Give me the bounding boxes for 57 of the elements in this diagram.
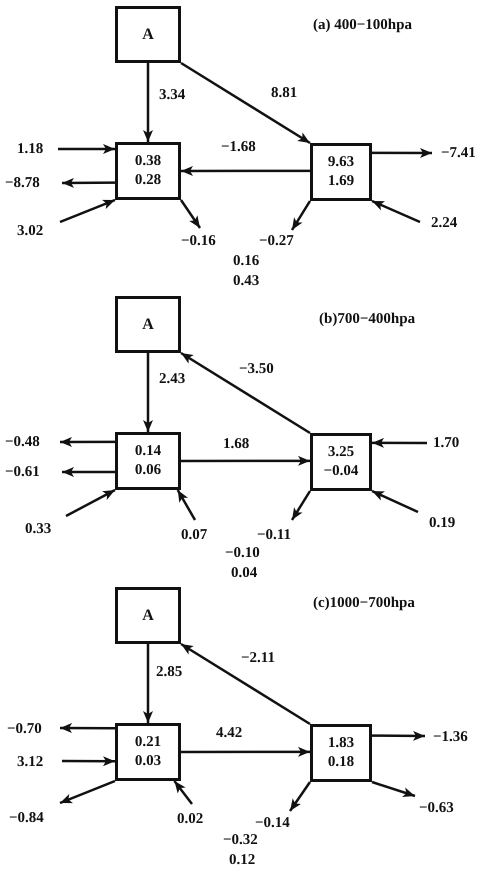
arrow xyxy=(180,642,311,726)
panel-title: (b)700−400hpa xyxy=(318,310,416,328)
arrow xyxy=(372,438,427,448)
box-value: 0.38 xyxy=(134,152,162,171)
process-box xyxy=(115,296,181,353)
arrow xyxy=(143,644,153,723)
box-value: 0.28 xyxy=(134,171,162,190)
arrow xyxy=(371,490,419,514)
arrow xyxy=(60,723,115,734)
arrow xyxy=(176,489,196,521)
arrow xyxy=(62,467,115,477)
box-value: A xyxy=(142,606,154,625)
arrow xyxy=(143,353,153,432)
box-value: 0.18 xyxy=(328,753,354,772)
process-box xyxy=(115,6,181,63)
process-box xyxy=(310,433,372,491)
arrow xyxy=(372,780,416,798)
box-value: 0.21 xyxy=(134,733,162,752)
panel-title: (c)1000−700hpa xyxy=(312,594,416,612)
box-value: 3.25 xyxy=(328,443,354,462)
box-value: 1.69 xyxy=(328,172,354,191)
process-box xyxy=(310,143,372,201)
box-value: 0.14 xyxy=(134,442,162,461)
arrow xyxy=(173,780,193,805)
arrow xyxy=(372,200,420,224)
arrow xyxy=(62,756,115,766)
box-value: A xyxy=(142,25,154,44)
process-box xyxy=(115,432,181,490)
arrow xyxy=(181,746,310,757)
arrow xyxy=(290,490,312,521)
arrow xyxy=(65,488,116,518)
box-value: 9.63 xyxy=(328,153,354,172)
arrow xyxy=(180,62,311,144)
box-value: −0.04 xyxy=(324,462,358,481)
arrow xyxy=(181,166,310,176)
arrow xyxy=(180,199,202,229)
box-value: 0.03 xyxy=(134,752,162,771)
process-box xyxy=(310,724,372,782)
arrow xyxy=(62,178,115,188)
arrow xyxy=(60,436,115,447)
arrow xyxy=(372,148,432,158)
box-value: 0.06 xyxy=(134,461,162,480)
panel-title: (a) 400−100hpa xyxy=(312,16,413,34)
box-value: A xyxy=(142,315,154,334)
arrow xyxy=(143,63,153,142)
arrow xyxy=(290,200,312,231)
process-box xyxy=(115,142,181,200)
arrow xyxy=(60,780,116,804)
box-value: 1.83 xyxy=(328,734,354,753)
arrow xyxy=(60,198,116,224)
arrow xyxy=(58,144,115,154)
arrow xyxy=(181,456,310,466)
arrow xyxy=(180,352,311,434)
arrow xyxy=(372,730,425,741)
process-box xyxy=(115,587,181,644)
process-box xyxy=(115,723,181,781)
arrow xyxy=(288,781,312,812)
